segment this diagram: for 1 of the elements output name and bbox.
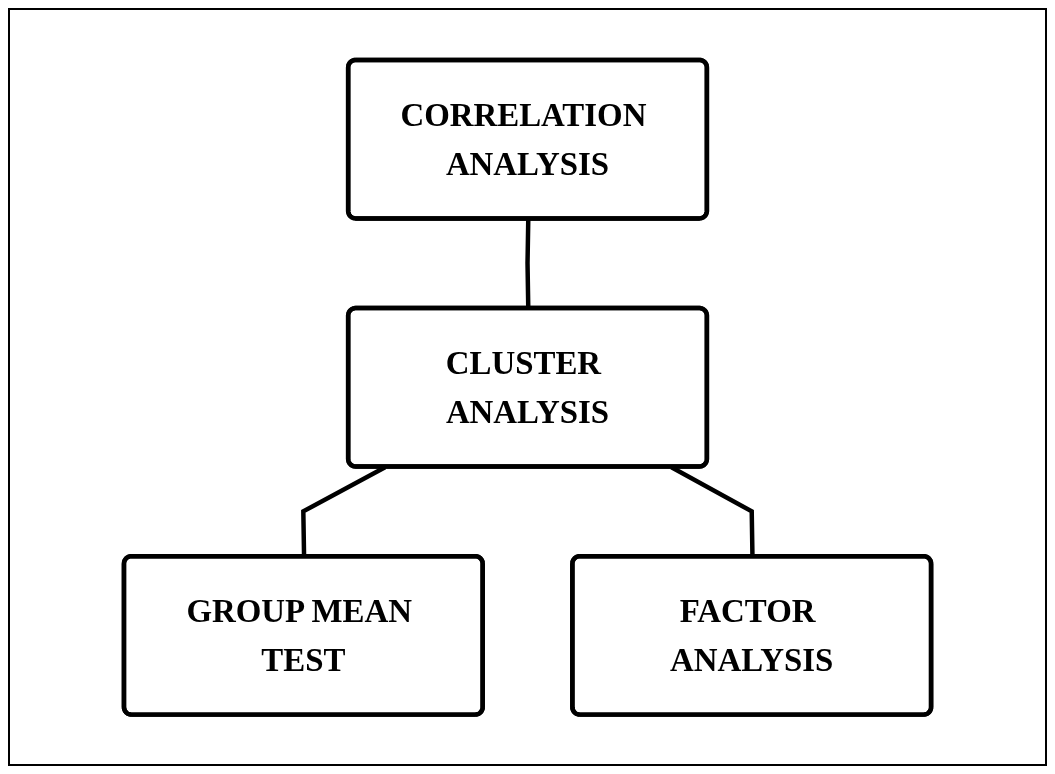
connector: [525, 218, 531, 309]
